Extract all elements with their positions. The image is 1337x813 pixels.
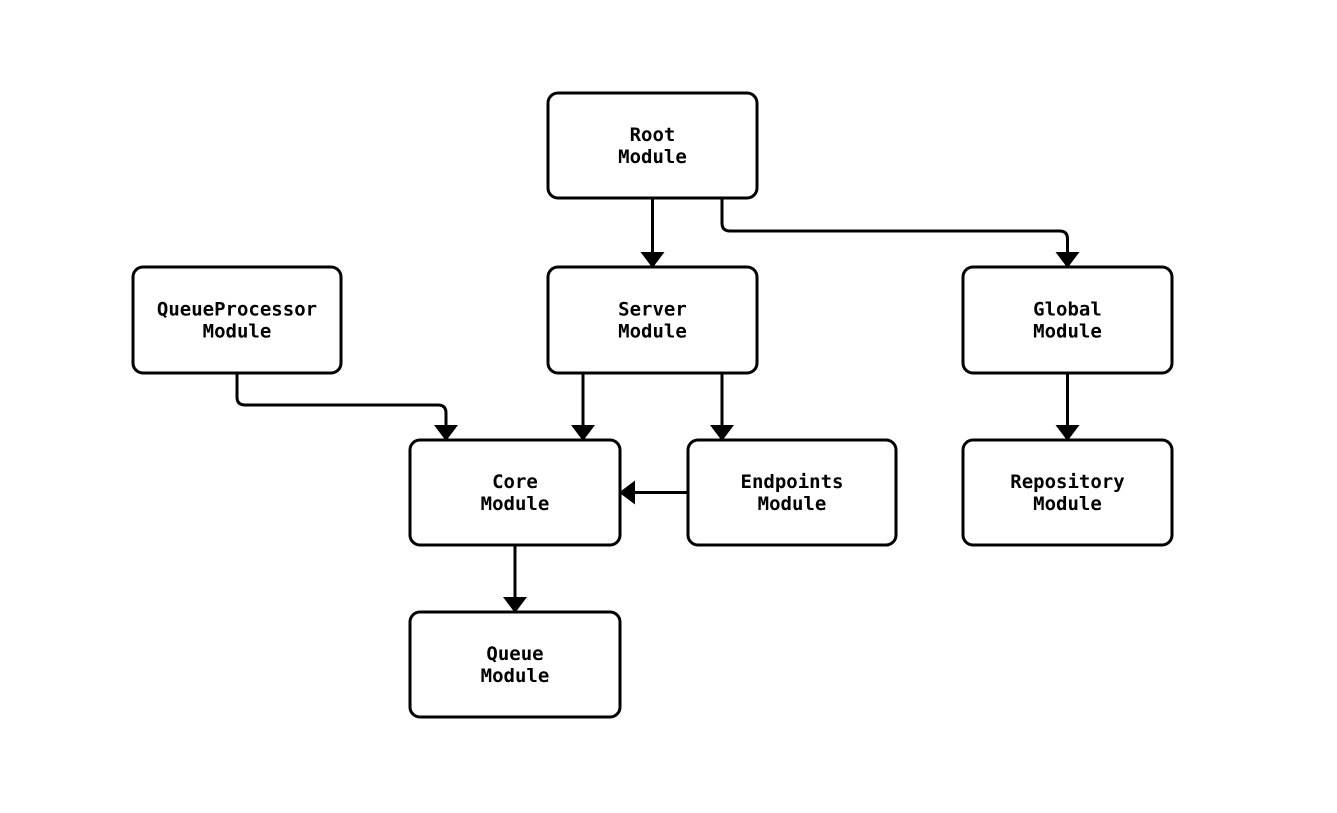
node-box-queue	[408, 610, 622, 719]
edges-layer	[235, 198, 1080, 613]
node-box-core	[408, 438, 622, 547]
node-box-endpoints	[686, 438, 898, 547]
node-box-server	[546, 265, 759, 375]
node-box-queueprocessor	[131, 265, 343, 375]
node-box-global	[961, 265, 1174, 375]
node-box-repository	[961, 438, 1174, 547]
edge-root-to-global	[720, 198, 1080, 268]
node-box-root	[546, 91, 759, 200]
edge-queueprocessor-to-core	[235, 373, 458, 441]
